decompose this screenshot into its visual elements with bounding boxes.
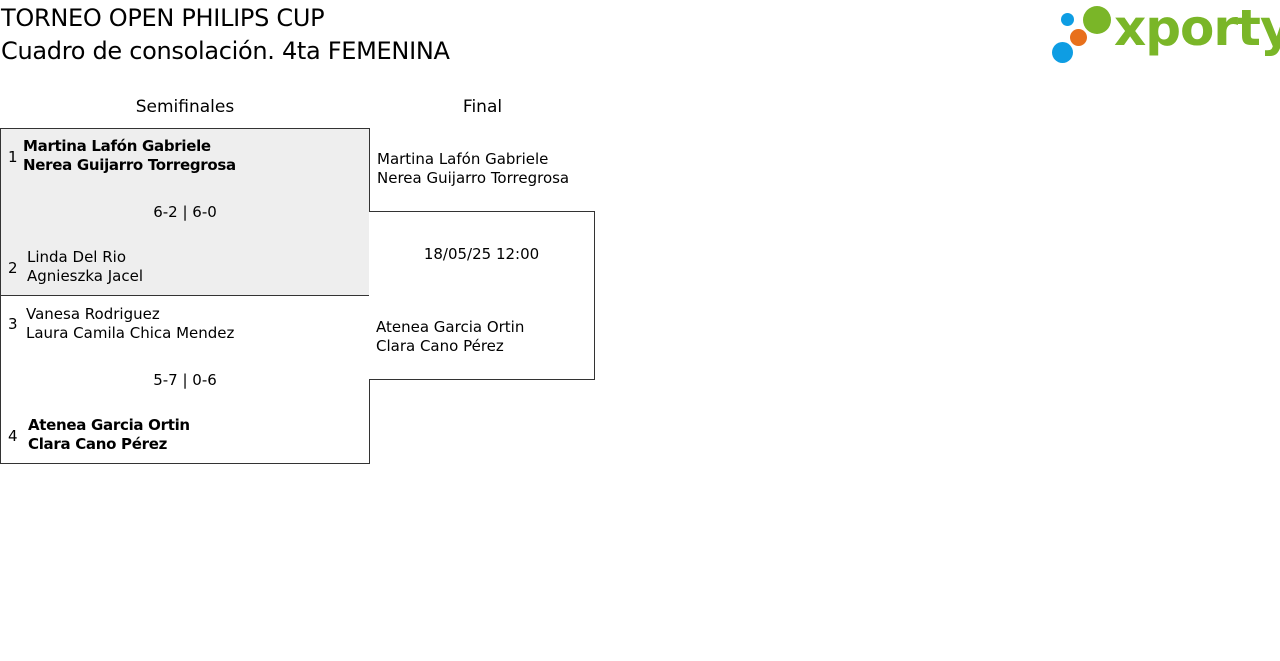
round-label-final: Final	[462, 97, 503, 117]
team-entry-winner[interactable]: Atenea Garcia Ortin Clara Cano Pérez	[28, 416, 190, 454]
round-label-semifinals: Semifinales	[135, 97, 235, 117]
player-name: Agnieszka Jacel	[27, 267, 144, 285]
player-name: Atenea Garcia Ortin	[28, 416, 190, 434]
player-name: Vanesa Rodriguez	[26, 305, 160, 323]
final-match[interactable]: 18/05/25 12:00 Atenea Garcia Ortin Clara…	[369, 211, 595, 380]
seed-number: 4	[8, 427, 18, 445]
team-entry[interactable]: Vanesa Rodriguez Laura Camila Chica Mend…	[26, 305, 234, 343]
xporty-logo: xporty	[1050, 0, 1280, 66]
player-name: Martina Lafón Gabriele	[23, 137, 211, 155]
final-team-top[interactable]: Martina Lafón Gabriele Nerea Guijarro To…	[377, 150, 569, 188]
seed-number: 3	[8, 315, 18, 333]
final-team-bottom[interactable]: Atenea Garcia Ortin Clara Cano Pérez	[376, 318, 524, 356]
player-name: Atenea Garcia Ortin	[376, 318, 525, 336]
player-name: Nerea Guijarro Torregrosa	[377, 169, 570, 187]
semifinal-match-1[interactable]: 1 Martina Lafón Gabriele Nerea Guijarro …	[0, 128, 370, 296]
player-name: Clara Cano Pérez	[28, 435, 168, 453]
match-schedule: 18/05/25 12:00	[423, 245, 540, 263]
team-entry-winner[interactable]: Martina Lafón Gabriele Nerea Guijarro To…	[23, 137, 236, 175]
player-name: Linda Del Rio	[27, 248, 126, 266]
logo-dot-orange	[1070, 29, 1087, 46]
logo-dot-green	[1083, 6, 1111, 34]
player-name: Laura Camila Chica Mendez	[26, 324, 235, 342]
player-name: Nerea Guijarro Torregrosa	[23, 156, 236, 174]
logo-wordmark: xporty	[1114, 0, 1280, 57]
page-title: TORNEO OPEN PHILIPS CUP Cuadro de consol…	[1, 2, 450, 68]
player-name: Martina Lafón Gabriele	[377, 150, 549, 168]
semifinal-match-2[interactable]: 3 Vanesa Rodriguez Laura Camila Chica Me…	[0, 295, 370, 464]
seed-number: 2	[8, 259, 18, 277]
draw-name: Cuadro de consolación. 4ta FEMENINA	[1, 37, 450, 65]
team-entry[interactable]: Linda Del Rio Agnieszka Jacel	[27, 248, 143, 286]
match-score: 5-7 | 0-6	[153, 371, 217, 389]
match-score: 6-2 | 6-0	[153, 203, 217, 221]
player-name: Clara Cano Pérez	[376, 337, 504, 355]
seed-number: 1	[8, 148, 18, 166]
logo-dot-blue-small	[1061, 13, 1074, 26]
tournament-name: TORNEO OPEN PHILIPS CUP	[1, 4, 325, 32]
logo-dot-blue-large	[1052, 42, 1073, 63]
